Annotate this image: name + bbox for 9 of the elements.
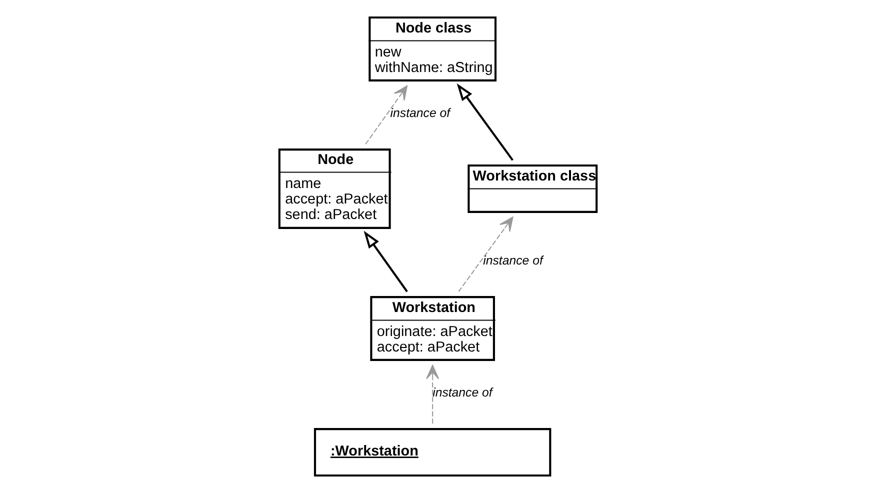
arrow: [365, 85, 408, 144]
node-box: :Workstation: [314, 428, 552, 477]
arrow: [364, 230, 408, 292]
edge-label: instance of: [483, 254, 543, 268]
arrow: [426, 364, 440, 424]
edge-label: instance of: [390, 106, 450, 120]
edge-label: instance of: [432, 386, 492, 400]
arrow: [458, 216, 514, 292]
arrow: [456, 83, 514, 161]
